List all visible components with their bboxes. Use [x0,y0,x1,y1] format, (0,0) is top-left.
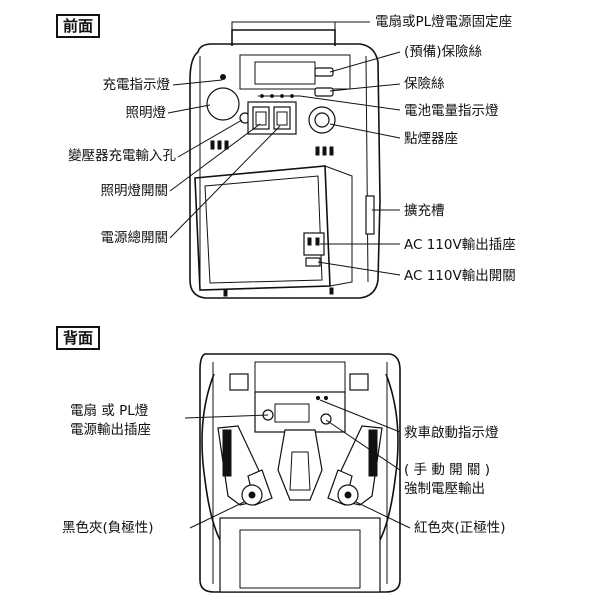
spare-fuse-slot [314,67,334,77]
vent-slot [210,140,215,150]
cigarette-socket-hole [314,112,330,128]
vent-slot [329,146,334,156]
side-grip-right [368,429,378,477]
right-cable [379,373,399,541]
cable-hook-left [229,373,249,391]
label-ac-outlet: AC 110V輸出插座 [404,237,516,253]
back-bottom-box [219,517,381,593]
leader-light [167,104,211,114]
leader-battery-level [299,95,401,111]
jump-start-led-2 [323,395,329,401]
leader-fan-holder [231,21,370,30]
ac-outlet-pin [315,237,320,246]
top-holder-bracket [231,29,336,46]
light-lamp [206,87,240,121]
inverter-cover-inner [204,175,323,284]
vent-slot [315,146,320,156]
label-fan-pl-socket-holder: 電扇或PL燈電源固定座 [375,14,513,30]
charge-indicator-led [220,74,226,80]
battery-led-1 [260,94,264,98]
center-holder-inner [289,451,311,491]
side-grip-left [222,429,232,477]
back-display-window [274,403,310,423]
leader-adapter-input [177,119,243,158]
front-body-outline [189,43,381,299]
leader-jump-start [319,399,401,433]
top-panel [239,54,351,90]
back-bottom-label-area [239,529,361,589]
label-adapter-charge-input: 變壓器充電輸入孔 [68,148,176,164]
label-cigarette-socket: 點煙器座 [404,131,458,147]
expansion-slot-body [365,195,375,235]
leader-cigarette-socket [329,123,401,139]
label-light-switch: 照明燈開關 [100,183,169,199]
vent-slot [223,289,228,297]
battery-led-2 [270,94,274,98]
cable-hook-right [349,373,369,391]
back-top-panel [254,361,346,397]
ac-outlet-pin [307,237,312,246]
label-charge-indicator: 充電指示燈 [102,77,171,93]
battery-led-4 [290,94,294,98]
left-cable [201,373,221,541]
leader-charge-indicator [172,79,223,86]
vent-slot [322,146,327,156]
leader-ac-switch [317,261,401,276]
main-switch-inner [276,111,288,126]
vent-slot [217,140,222,150]
label-red-clamp: 紅色夾(正極性) [414,520,506,536]
front-view-title: 前面 [56,14,101,38]
red-clamp-pivot-pin [344,491,352,499]
battery-led-3 [280,94,284,98]
label-expansion-slot: 擴充槽 [404,203,445,219]
light-switch-inner [255,111,267,126]
label-jump-start-indicator: 救車啟動指示燈 [404,425,499,441]
fuse-slot [314,87,334,97]
center-clamp-holder [277,429,323,501]
label-fan-pl-outlet-line1: 電扇 或 PL燈 [70,403,149,419]
inverter-side-face [324,165,353,287]
label-ac-output-switch: AC 110V輸出開關 [404,268,516,284]
leader-light-switch [169,123,261,192]
leader-main-switch [169,125,281,239]
leader-black-clamp [189,501,245,529]
label-light: 照明燈 [125,105,167,121]
back-body-outline [199,353,401,593]
leader-spare-fuse [329,51,401,73]
back-view-title: 背面 [56,326,101,350]
label-manual-switch-line1: ( 手 動 開 關 ) [404,462,490,478]
label-manual-switch-line2: 強制電壓輸出 [404,481,485,497]
leader-red-clamp [355,501,411,529]
label-fan-pl-outlet-line2: 電源輸出插座 [70,422,151,438]
black-clamp-pivot-pin [248,491,256,499]
vent-slot [329,287,334,295]
label-main-power-switch: 電源總開關 [100,230,169,246]
label-black-clamp: 黑色夾(負極性) [62,520,154,536]
leader-fuse [329,83,401,92]
label-battery-level-indicator: 電池電量指示燈 [404,103,499,119]
label-spare-fuse: (預備)保險絲 [404,44,483,60]
leader-fan-pl-outlet [184,414,269,419]
jump-start-led [315,395,321,401]
leader-manual-switch [325,419,401,471]
label-fuse: 保險絲 [404,76,445,92]
